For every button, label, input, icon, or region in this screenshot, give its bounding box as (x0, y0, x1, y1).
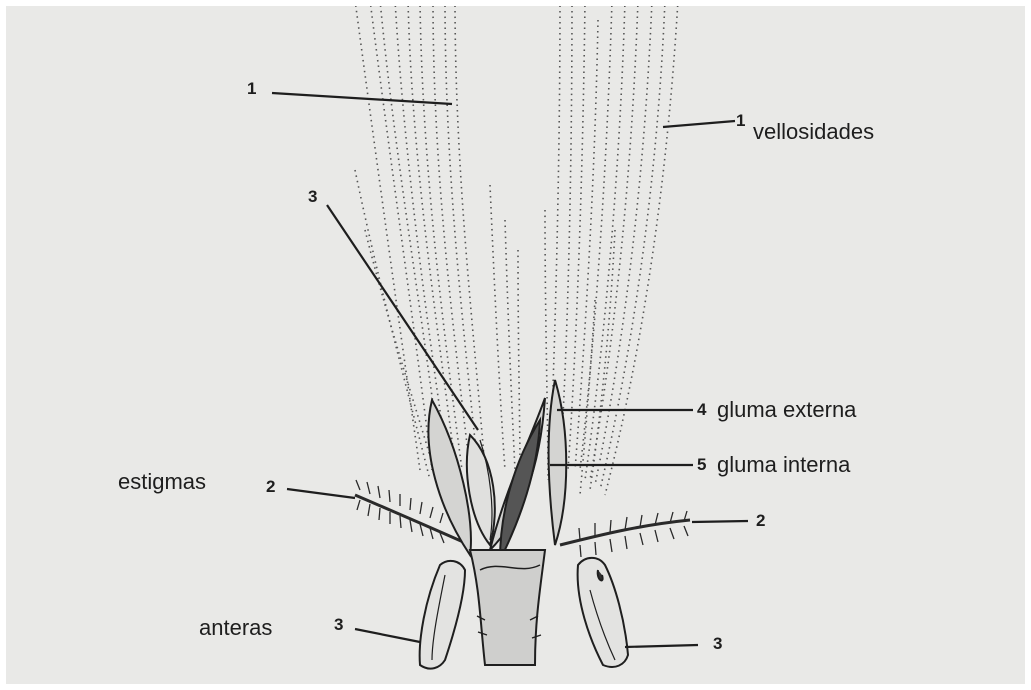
label-vellosidades: vellosidades (753, 121, 874, 143)
label-anteras: anteras (199, 617, 272, 639)
label-number-1-top: 1 (247, 80, 256, 97)
label-number-1-vellosidades: 1 (736, 112, 745, 129)
label-number-5: 5 (697, 456, 706, 473)
label-estigmas: estigmas (118, 471, 206, 493)
label-gluma-interna: gluma interna (717, 454, 850, 476)
label-number-3-top: 3 (308, 188, 317, 205)
stigma-right (560, 511, 690, 557)
label-gluma-externa: gluma externa (717, 399, 856, 421)
label-number-2-right: 2 (756, 512, 765, 529)
label-number-3-left: 3 (334, 616, 343, 633)
glumes (428, 380, 566, 560)
label-number-4: 4 (697, 401, 706, 418)
hairs (355, 0, 678, 495)
flower-base (470, 550, 545, 665)
label-number-3-right: 3 (713, 635, 722, 652)
label-number-2-left: 2 (266, 478, 275, 495)
